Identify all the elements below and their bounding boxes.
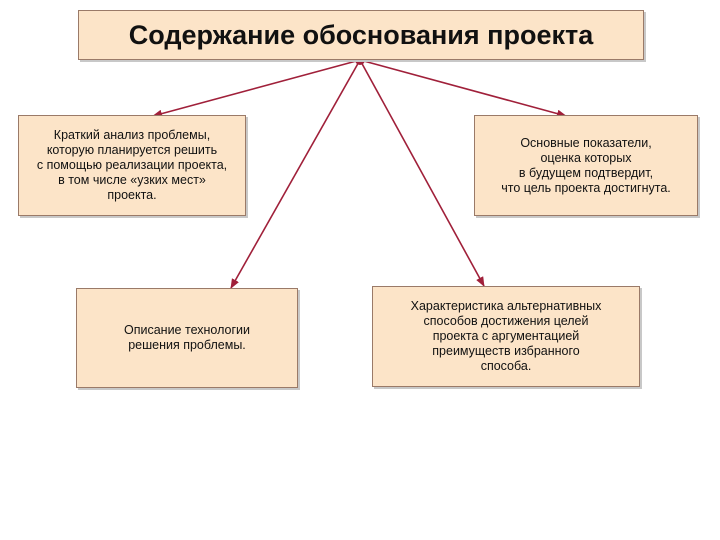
page-title: Содержание обоснования проекта bbox=[128, 20, 594, 50]
arrow-to-problem-box bbox=[152, 59, 361, 118]
key-indicators-box: Основные показатели, оценка которых в бу… bbox=[474, 115, 698, 216]
alternatives-box: Характеристика альтернативных способов д… bbox=[372, 286, 640, 387]
problem-analysis-text: Краткий анализ проблемы, которую планиру… bbox=[36, 128, 228, 202]
alternatives-text: Характеристика альтернативных способов д… bbox=[410, 299, 602, 373]
arrow-to-technology-box bbox=[230, 59, 361, 289]
technology-description-box: Описание технологии решения проблемы. bbox=[76, 288, 298, 388]
arrow-to-indicators-box bbox=[359, 59, 567, 118]
arrow-to-alternatives-box bbox=[359, 59, 485, 287]
title-box: Содержание обоснования проекта bbox=[78, 10, 644, 60]
technology-description-text: Описание технологии решения проблемы. bbox=[124, 323, 250, 352]
problem-analysis-box: Краткий анализ проблемы, которую планиру… bbox=[18, 115, 246, 216]
key-indicators-text: Основные показатели, оценка которых в бу… bbox=[501, 135, 671, 195]
